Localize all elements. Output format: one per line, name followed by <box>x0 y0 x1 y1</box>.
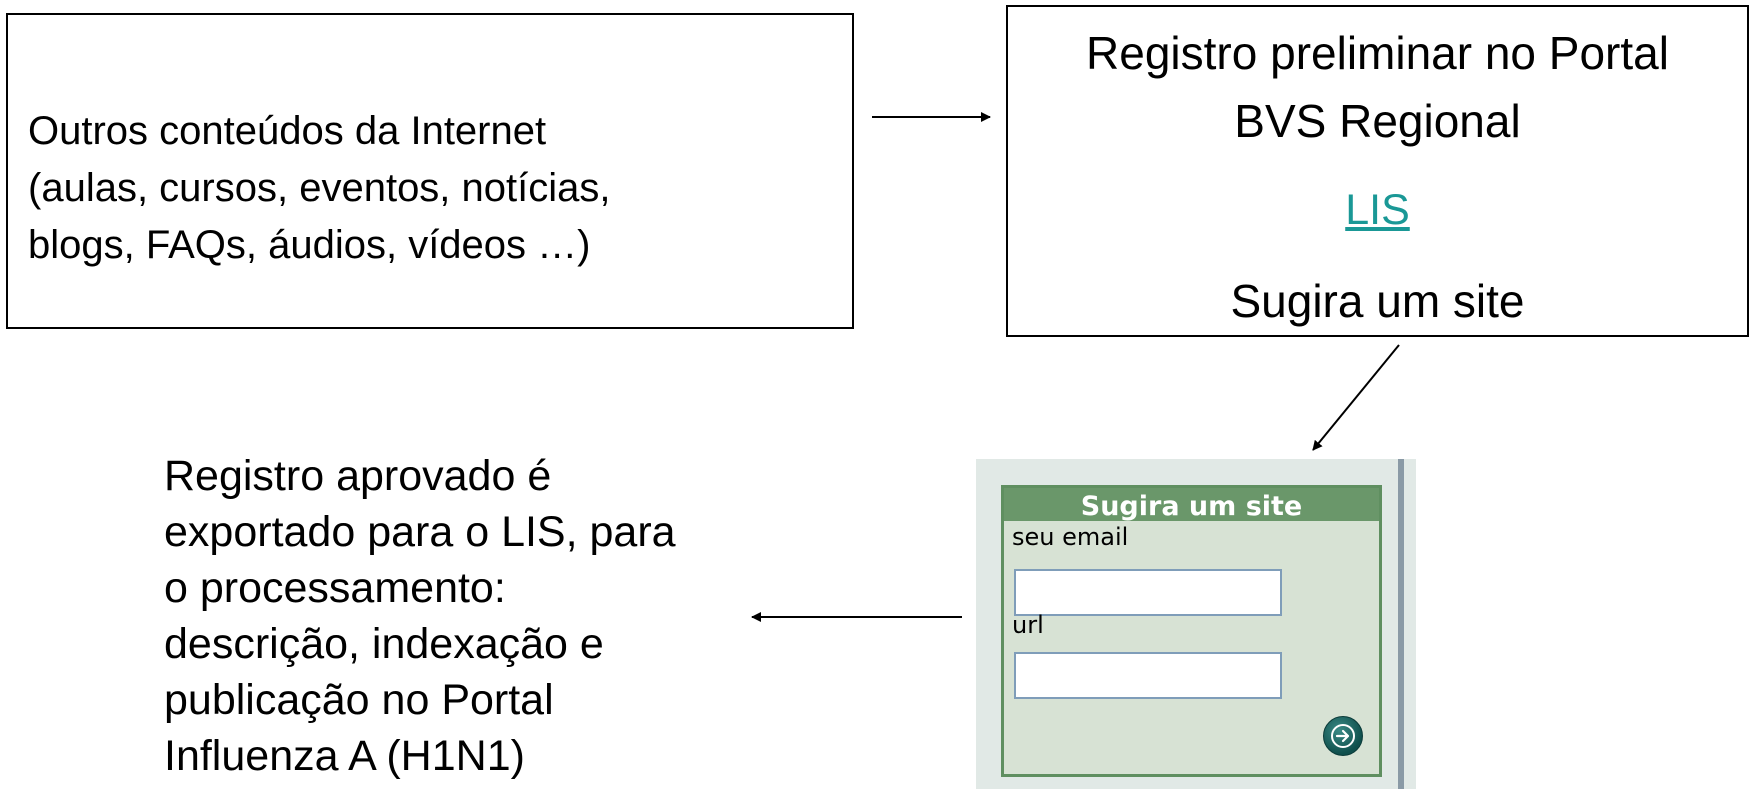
sugira-form-panel: Sugira um site seu email url <box>1001 485 1382 777</box>
outros-line-1: Outros conteúdos da Internet <box>28 109 547 153</box>
registro-line-1: Registro preliminar no Portal <box>1086 27 1669 79</box>
aprovado-line-5: publicação no Portal <box>164 676 554 724</box>
registro-preliminar-box: Registro preliminar no Portal BVS Region… <box>1006 5 1749 337</box>
submit-button[interactable] <box>1323 716 1363 756</box>
registro-line-2: BVS Regional <box>1234 95 1521 147</box>
outros-conteudos-text: Outros conteúdos da Internet (aulas, cur… <box>28 103 611 274</box>
aprovado-line-2: exportado para o LIS, para <box>164 508 676 556</box>
arrow-right-circle-icon <box>1331 724 1355 748</box>
url-label: url <box>1012 611 1044 639</box>
email-label: seu email <box>1012 523 1129 551</box>
outros-line-2: (aulas, cursos, eventos, notícias, <box>28 166 611 210</box>
arrow-registro-to-widget <box>1312 344 1400 451</box>
email-field[interactable] <box>1014 569 1282 616</box>
outros-line-3: blogs, FAQs, áudios, vídeos …) <box>28 223 591 267</box>
outros-conteudos-box: Outros conteúdos da Internet (aulas, cur… <box>6 13 854 329</box>
registro-line-3: Sugira um site <box>1230 275 1525 327</box>
sugira-um-site-widget: Sugira um site seu email url <box>976 459 1416 789</box>
aprovado-line-1: Registro aprovado é <box>164 452 552 500</box>
url-field[interactable] <box>1014 652 1282 699</box>
aprovado-line-4: descrição, indexação e <box>164 620 604 668</box>
registro-aprovado-text: Registro aprovado é exportado para o LIS… <box>164 448 676 784</box>
sugira-form-title: Sugira um site <box>1004 488 1379 522</box>
widget-scrollbar-edge <box>1398 459 1404 789</box>
lis-link-wrapper: LIS <box>1008 182 1747 238</box>
lis-link[interactable]: LIS <box>1345 186 1410 234</box>
aprovado-line-6: Influenza A (H1N1) <box>164 732 525 780</box>
aprovado-line-3: o processamento: <box>164 564 506 612</box>
